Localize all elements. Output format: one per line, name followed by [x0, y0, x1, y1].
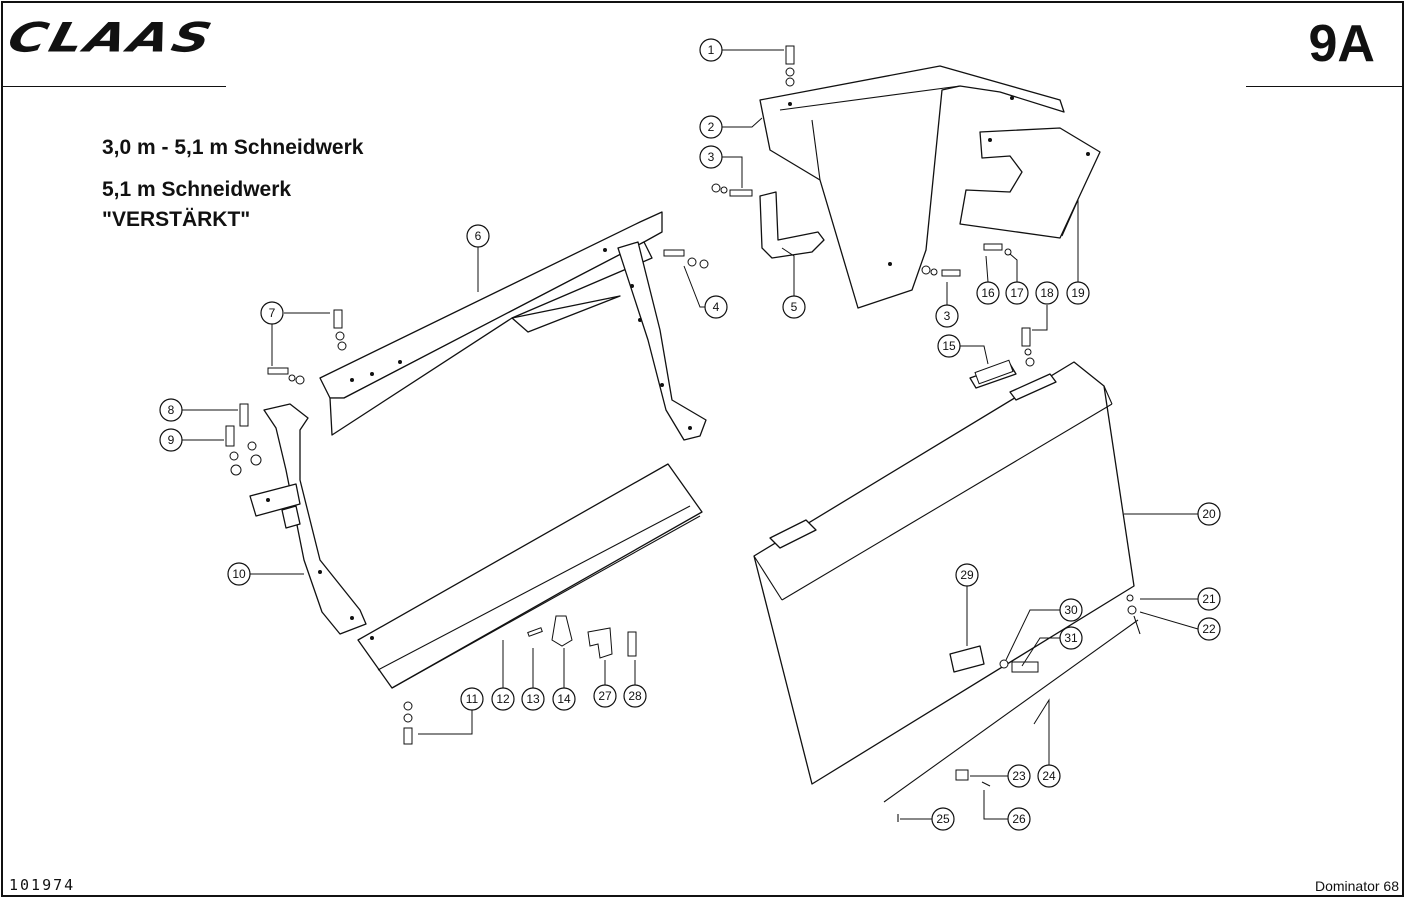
part-12-lower-rail [357, 463, 703, 689]
part-10-left-bracket [249, 403, 367, 635]
svg-text:20: 20 [1202, 507, 1216, 521]
svg-text:15: 15 [942, 339, 956, 353]
svg-text:28: 28 [628, 689, 642, 703]
callout-9: 9 [159, 428, 183, 452]
svg-text:16: 16 [981, 286, 995, 300]
callout-2: 2 [699, 115, 723, 139]
callout-20: 20 [1197, 502, 1221, 526]
svg-text:21: 21 [1202, 592, 1216, 606]
callout-14: 14 [552, 687, 576, 711]
svg-text:29: 29 [960, 568, 974, 582]
svg-text:24: 24 [1042, 769, 1056, 783]
callout-7: 7 [260, 301, 284, 325]
svg-text:9: 9 [168, 433, 175, 447]
svg-text:8: 8 [168, 403, 175, 417]
svg-text:1: 1 [708, 43, 715, 57]
callout-25: 25 [931, 807, 955, 831]
svg-text:30: 30 [1064, 603, 1078, 617]
callout-19: 19 [1066, 281, 1090, 305]
callout-3-upper: 3 [699, 145, 723, 169]
callout-10: 10 [227, 562, 251, 586]
svg-text:12: 12 [496, 692, 510, 706]
title-line-3: "VERSTÄRKT" [102, 208, 251, 231]
callout-3-lower: 3 [935, 304, 959, 328]
part-6-upper-beam [319, 211, 707, 441]
svg-text:17: 17 [1010, 286, 1024, 300]
hardware-fasteners [225, 45, 1137, 822]
sheet-number: 9A [1308, 15, 1375, 73]
svg-text:27: 27 [598, 689, 612, 703]
part-24-rod [883, 615, 1141, 803]
part-2-side-shield [759, 65, 1065, 309]
callout-18: 18 [1035, 281, 1059, 305]
svg-text:14: 14 [557, 692, 571, 706]
model-name: Dominator 68 [1314, 878, 1399, 894]
logo-underline [2, 86, 226, 87]
svg-text:19: 19 [1071, 286, 1085, 300]
callout-31: 31 [1059, 626, 1083, 650]
svg-text:11: 11 [466, 692, 479, 706]
title-line-1: 3,0 m - 5,1 m Schneidwerk [102, 136, 364, 159]
svg-text:3: 3 [708, 150, 715, 164]
callout-28: 28 [623, 684, 647, 708]
svg-text:23: 23 [1012, 769, 1026, 783]
svg-text:18: 18 [1040, 286, 1054, 300]
callout-8: 8 [159, 398, 183, 422]
callout-12: 12 [491, 687, 515, 711]
callout-21: 21 [1197, 587, 1221, 611]
svg-text:10: 10 [232, 567, 246, 581]
svg-text:2: 2 [708, 120, 715, 134]
svg-text:4: 4 [713, 300, 720, 314]
part-5-small-bracket [759, 191, 825, 259]
svg-text:7: 7 [269, 306, 276, 320]
svg-text:6: 6 [475, 229, 482, 243]
svg-text:13: 13 [526, 692, 540, 706]
title-line-2: 5,1 m Schneidwerk [102, 178, 292, 201]
document-number: 101974 [9, 876, 76, 894]
callout-15: 15 [937, 334, 961, 358]
callout-17: 17 [1005, 281, 1029, 305]
callout-29: 29 [955, 563, 979, 587]
svg-text:26: 26 [1012, 812, 1026, 826]
callout-26: 26 [1007, 807, 1031, 831]
sheet-underline [1246, 86, 1402, 87]
callout-5: 5 [782, 295, 806, 319]
part-19-inner-plate [959, 127, 1101, 239]
callout-27: 27 [593, 684, 617, 708]
svg-text:3: 3 [944, 309, 951, 323]
leader-lines [182, 49, 1199, 820]
callout-6: 6 [466, 224, 490, 248]
callout-16: 16 [976, 281, 1000, 305]
svg-text:31: 31 [1064, 631, 1078, 645]
callout-24: 24 [1037, 764, 1061, 788]
callout-23: 23 [1007, 764, 1031, 788]
callout-4: 4 [704, 295, 728, 319]
svg-text:5: 5 [791, 300, 798, 314]
callout-22: 22 [1197, 617, 1221, 641]
callout-1: 1 [699, 38, 723, 62]
callout-13: 13 [521, 687, 545, 711]
part-20-main-panel [753, 361, 1135, 785]
callout-11: 11 [460, 687, 484, 711]
svg-text:22: 22 [1202, 622, 1216, 636]
part-29-hinge-bracket [949, 645, 985, 673]
svg-text:25: 25 [936, 812, 950, 826]
callout-30: 30 [1059, 598, 1083, 622]
